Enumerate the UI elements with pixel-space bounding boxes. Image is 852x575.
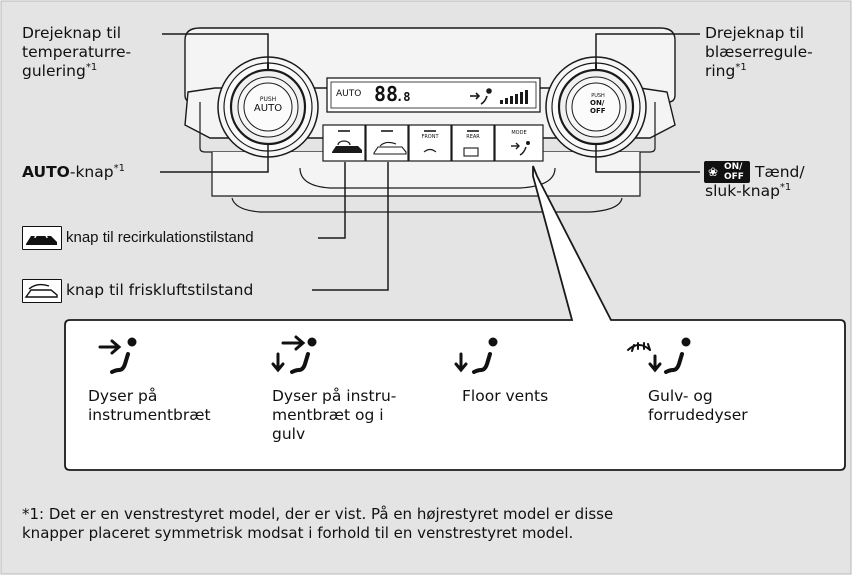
onoff-icon: ❀ ON/ OFF: [704, 161, 750, 183]
leader-lines: [160, 33, 700, 291]
footnote-line2: knapper placeret symmetrisk modsat i for…: [22, 524, 574, 542]
front-defrost-icon: [423, 148, 437, 153]
mode-vent-icon: [511, 142, 527, 156]
onoff-button-leader: [595, 144, 700, 173]
mode-label-dash-floor-line2: mentbræt og i: [272, 406, 384, 424]
fan-knob-push-text: PUSH: [591, 93, 605, 99]
fan-glyph-icon: ❀: [708, 165, 719, 179]
rear-defrost-button-text[interactable]: REAR: [466, 134, 480, 140]
onoff-button-label: sluk-knap*1: [705, 182, 791, 201]
onoff-icon-on: ON/: [724, 162, 743, 172]
fan-knob-on-text[interactable]: ON/: [590, 99, 605, 107]
mode-label-dash-line2: instrumentbræt: [88, 406, 211, 424]
fresh-air-icon-box: [22, 279, 62, 303]
mode-label-dash: Dyser på instrumentbræt: [88, 387, 211, 425]
recirc-car-icon: [332, 146, 362, 153]
mode-label-dash-floor: Dyser på instru- mentbræt og i gulv: [272, 387, 396, 444]
recirc-icon: [26, 233, 57, 245]
temp-knob-auto-text[interactable]: AUTO: [253, 103, 283, 114]
recirc-icon-box: [22, 226, 62, 250]
auto-button-leader: [160, 144, 269, 173]
mode-label-floor-defrost-line2: forrudedyser: [648, 406, 748, 424]
mode-label-dash-floor-line1: Dyser på instru-: [272, 387, 397, 405]
button-row: [322, 124, 544, 162]
recirc-button-leader: [318, 162, 346, 239]
auto-button-label-bold: AUTO: [22, 163, 70, 181]
dash-vent-icon: [98, 337, 137, 374]
mode-label-floor-defrost-line1: Gulv- og: [648, 387, 713, 405]
fresh-air-button-label: knap til friskluftstilstand: [66, 281, 254, 299]
mode-label-floor: Floor vents: [462, 387, 548, 406]
onoff-button-label-line2: sluk-knap: [705, 182, 780, 200]
mode-callout-balloon: [64, 165, 846, 471]
mode-label-dash-line1: Dyser på: [88, 387, 158, 405]
fan-speed-bars: [500, 90, 528, 104]
dash-floor-vent-icon: [271, 335, 317, 374]
fan-knob-off-text[interactable]: OFF: [590, 107, 606, 115]
footnote-line1: *1: Det er en venstrestyret model, der e…: [22, 505, 614, 523]
fresh-air-button-leader: [312, 162, 389, 291]
onoff-button-label-line1: Tænd/: [755, 163, 805, 181]
auto-button-label: AUTO-knap*1: [22, 163, 125, 182]
fresh-air-icon: [24, 283, 58, 298]
display-vent-icon: [470, 88, 492, 105]
footnote-marker: *1: [735, 61, 747, 73]
floor-defrost-vent-icon: [627, 337, 691, 374]
mode-label-dash-floor-line3: gulv: [272, 425, 306, 443]
footnote-marker: *1: [113, 162, 125, 174]
rear-defrost-icon: [463, 147, 479, 157]
mode-button-panel: [494, 124, 544, 162]
temperature-knob: [217, 56, 319, 158]
temperature-knob-label-line2: temperaturre-: [22, 43, 132, 61]
fan-knob: [545, 56, 647, 158]
climate-display: [326, 77, 541, 113]
display-auto-text: AUTO: [336, 89, 362, 99]
fan-knob-label-line3: ring: [705, 62, 736, 80]
mode-label-floor-defrost: Gulv- og forrudedyser: [648, 387, 748, 425]
temp-knob-leader: [162, 33, 269, 65]
fan-knob-label-line2: blæserregule-: [705, 43, 813, 61]
temperature-knob-label-line3: gulering: [22, 62, 86, 80]
fan-knob-leader: [595, 33, 700, 65]
fan-knob-label-line1: Drejeknap til: [705, 24, 805, 42]
mode-label-floor-line1: Floor vents: [462, 387, 549, 405]
mode-button-text[interactable]: MODE: [511, 130, 527, 136]
floor-vent-icon: [454, 337, 498, 374]
temperature-knob-label-line1: Drejeknap til: [22, 24, 122, 42]
footnote-marker: *1: [85, 61, 98, 73]
temperature-knob-label: Drejeknap til temperaturre- gulering*1: [22, 24, 131, 81]
recirc-button-label: knap til recirkulationstilstand: [66, 229, 254, 246]
display-temperature: 88: [374, 82, 399, 106]
climate-control-panel: [184, 27, 676, 213]
onoff-icon-off: OFF: [724, 172, 744, 182]
auto-button-label-text: -knap: [69, 163, 114, 181]
front-defrost-button-text[interactable]: FRONT: [421, 134, 439, 140]
footnote-marker: *1: [779, 181, 792, 193]
display-temperature-decimal: .8: [396, 90, 411, 104]
fan-knob-label: Drejeknap til blæserregule- ring*1: [705, 24, 813, 81]
footnote: *1: Det er en venstrestyret model, der e…: [22, 505, 613, 543]
temp-knob-push-text: PUSH: [259, 96, 277, 103]
fresh-air-car-icon: [373, 146, 407, 155]
